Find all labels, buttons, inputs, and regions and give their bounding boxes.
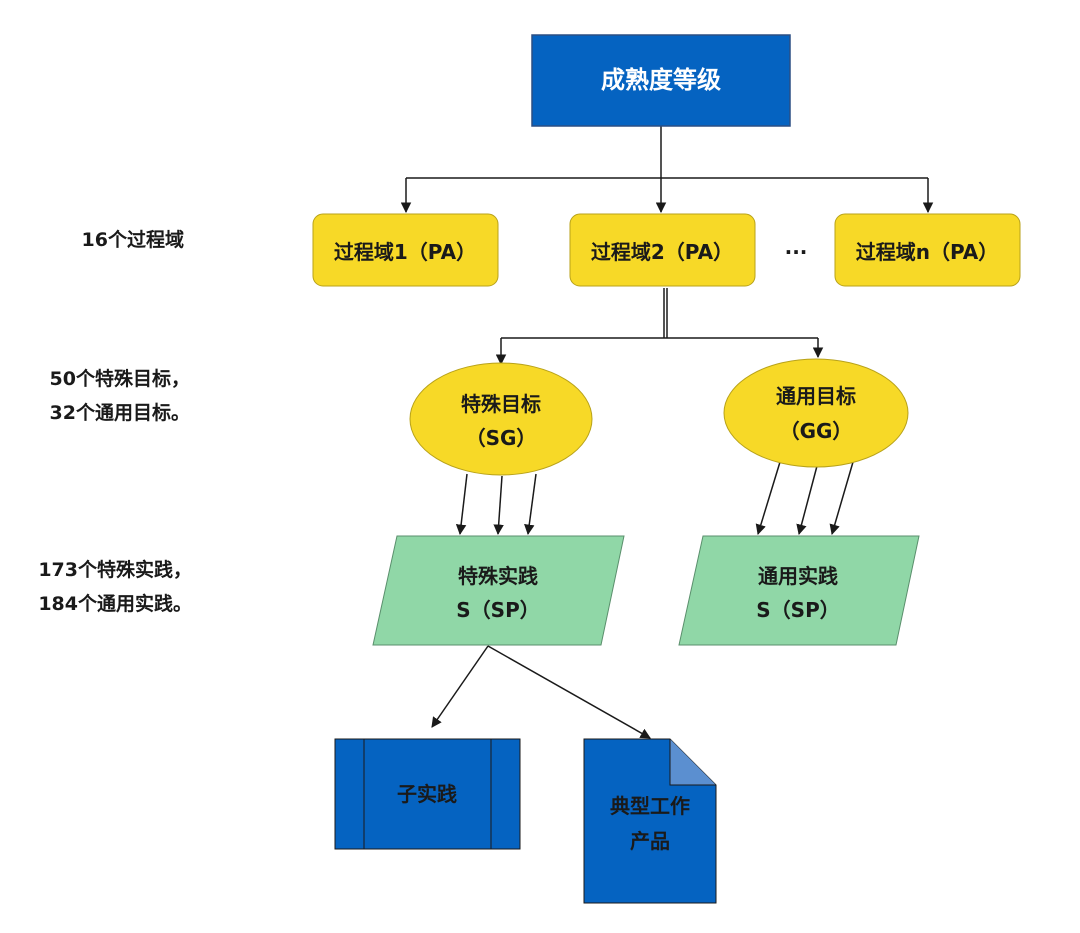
generic-practice-node: 通用实践 S（SP）: [678, 535, 920, 646]
connectors: [400, 126, 934, 739]
side-label-goals: 50个特殊目标， 32个通用目标。: [10, 362, 190, 430]
side-label-practices: 173个特殊实践， 184个通用实践。: [0, 553, 192, 621]
connector-gg-gp-1: [755, 461, 781, 536]
subpractice-node: 子实践: [334, 738, 521, 850]
process-area-2-node: 过程域2（PA）: [569, 213, 756, 287]
work-product-label-line2: 产品: [630, 829, 670, 853]
generic-goal-label-line1: 通用目标: [776, 384, 856, 408]
process-area-n-label: 过程域n（PA）: [856, 240, 999, 264]
connector-sg-sp-2: [493, 475, 504, 536]
connector-sg-sp-1: [455, 473, 468, 536]
generic-practice-label-line2: S（SP）: [756, 598, 839, 622]
side-label-goals-line1: 50个特殊目标，: [49, 368, 190, 390]
specific-goal-label-line2: （SG）: [466, 426, 537, 450]
process-area-1-label: 过程域1（PA）: [334, 240, 476, 264]
process-area-1-node: 过程域1（PA）: [312, 213, 499, 287]
subpractice-label: 子实践: [397, 782, 457, 806]
work-product-label-line1: 典型工作: [610, 794, 690, 818]
side-label-goals-line2: 32个通用目标。: [49, 402, 190, 424]
specific-practice-node: 特殊实践 S（SP）: [372, 535, 625, 646]
generic-goal-node: 通用目标 （GG）: [723, 358, 909, 468]
process-area-2-label: 过程域2（PA）: [591, 240, 733, 264]
generic-practice-label-line1: 通用实践: [758, 564, 838, 588]
specific-goal-node: 特殊目标 （SG）: [409, 362, 593, 476]
maturity-level-node: 成熟度等级: [531, 34, 791, 127]
process-area-ellipsis: ···: [785, 240, 808, 264]
connector-gg-gp-2: [796, 465, 818, 536]
specific-practice-label-line1: 特殊实践: [458, 564, 538, 588]
connector-sp-subpractice: [431, 645, 489, 728]
side-label-process-areas-text: 16个过程域: [81, 229, 184, 251]
generic-goal-label-line2: （GG）: [780, 419, 853, 443]
work-product-node: 典型工作 产品: [583, 738, 717, 904]
connector-sp-workproduct: [487, 645, 651, 739]
process-area-n-node: 过程域n（PA）: [834, 213, 1021, 287]
maturity-level-label: 成熟度等级: [601, 66, 721, 94]
connector-gg-gp-3: [829, 461, 854, 536]
side-label-practices-line2: 184个通用实践。: [38, 593, 192, 615]
specific-practice-label-line2: S（SP）: [456, 598, 539, 622]
connector-sg-sp-3: [524, 473, 537, 536]
side-label-practices-line1: 173个特殊实践，: [38, 559, 192, 581]
specific-goal-label-line1: 特殊目标: [461, 392, 541, 416]
side-label-process-areas: 16个过程域: [20, 223, 184, 257]
